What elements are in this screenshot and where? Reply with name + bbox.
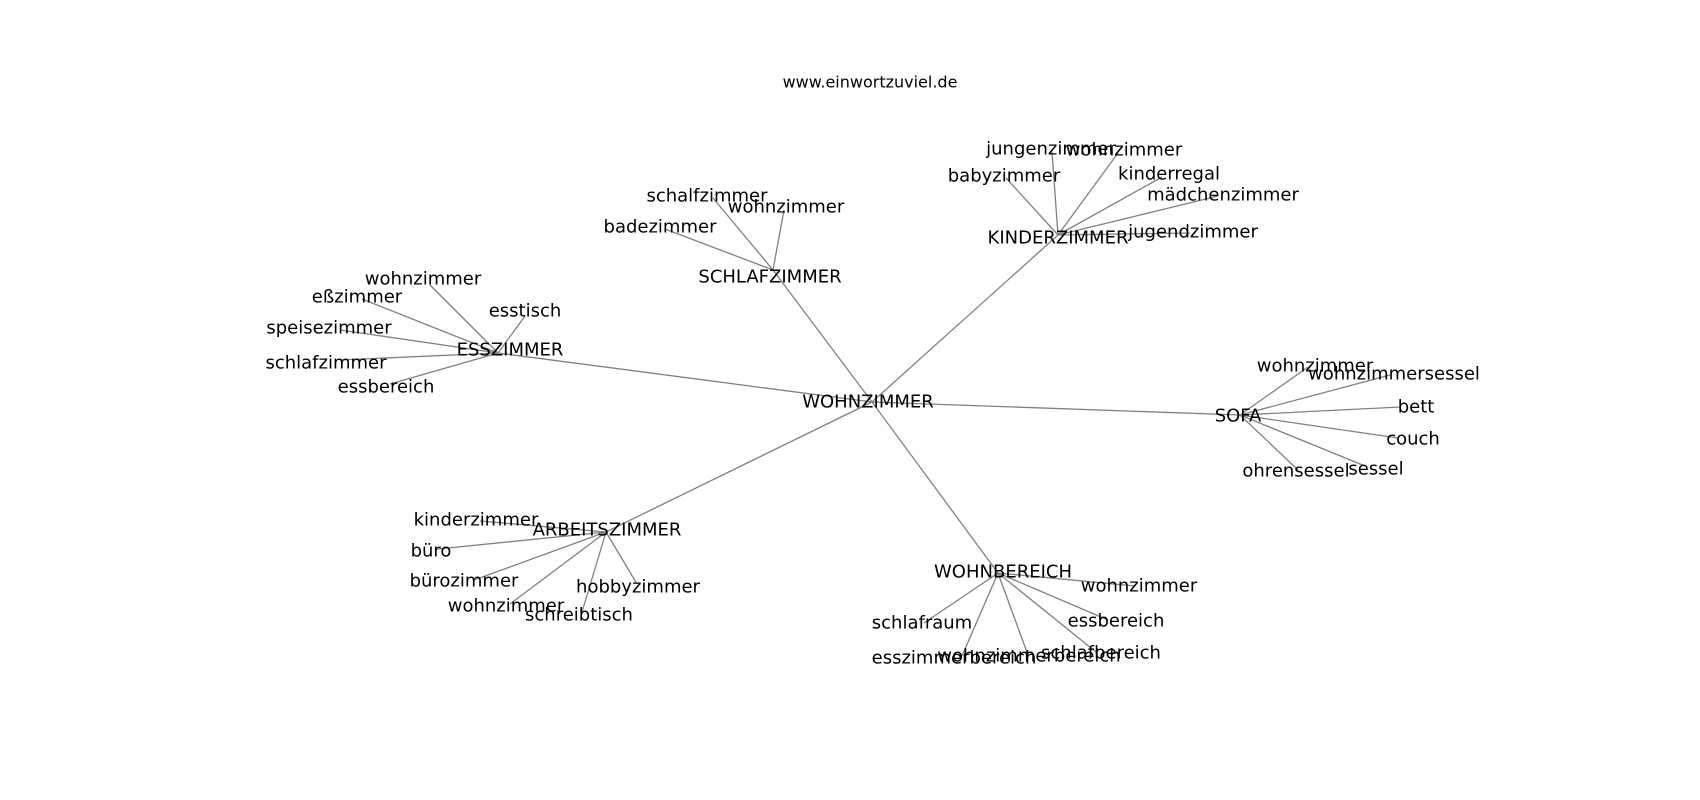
leaf-node-label: sessel [1348,459,1403,480]
edge-cluster-2-leaf-0 [1051,151,1059,236]
leaf-node-label: bürozimmer [410,571,519,592]
edge-cluster-0-leaf-2 [497,315,526,354]
edge-cluster-3-leaf-3 [1239,414,1399,439]
leaf-node-label: ohrensessel [1242,461,1349,482]
leaf-node-label: essbereich [338,377,435,398]
edge-root-0 [497,352,873,403]
edge-cluster-0-leaf-3 [339,329,499,354]
edge-cluster-4-leaf-3 [605,531,638,585]
cluster-node-label: ARBEITSZIMMER [533,520,682,541]
edge-cluster-2-leaf-1 [1057,152,1119,236]
cluster-node-label: KINDERZIMMER [988,228,1129,249]
leaf-node-label: essbereich [1068,611,1165,632]
leaf-node-label: wohnzimmer [365,269,482,290]
edge-cluster-5-leaf-0 [997,572,1136,587]
edge-cluster-5-leaf-1 [923,572,999,624]
root-node-label: WOHNZIMMER [802,392,934,413]
edges-layer [339,151,1401,657]
edge-cluster-0-leaf-4 [339,352,499,361]
leaf-node-label: schreibtisch [525,605,633,626]
leaf-node-label: wohnzimmer [1257,356,1374,377]
edge-cluster-1-leaf-1 [772,209,785,271]
leaf-node-label: jungenzimmer [985,139,1116,160]
leaf-node-label: schlafzimmer [265,353,387,374]
cluster-node-label: WOHNBEREICH [934,562,1072,583]
leaf-node-label: jugendzimmer [1127,222,1258,243]
edge-cluster-5-leaf-3 [961,572,999,657]
leaf-node-label: schlafraum [872,613,972,634]
cluster-node-label: ESSZIMMER [457,340,564,361]
leaf-node-label: kinderzimmer [414,510,539,531]
edge-cluster-0-leaf-1 [361,298,499,354]
edge-cluster-1-leaf-2 [664,228,774,271]
edge-cluster-5-leaf-2 [997,572,1109,621]
edge-cluster-3-leaf-1 [1239,374,1391,416]
leaf-node-label: schalfzimmer [646,186,768,207]
edge-root-2 [871,234,1059,403]
edge-cluster-3-leaf-5 [1239,414,1366,467]
edge-cluster-4-leaf-5 [581,531,607,613]
leaf-node-label: badezimmer [604,217,718,238]
edge-cluster-3-leaf-4 [1239,414,1299,471]
edge-cluster-0-leaf-5 [389,352,499,385]
leaf-node-label: esstisch [489,301,562,322]
site-title: www.einwortzuviel.de [783,73,958,92]
edge-cluster-2-leaf-3 [1057,176,1163,236]
edge-cluster-2-leaf-5 [1057,232,1191,236]
leaf-node-label: mädchenzimmer [1147,185,1299,206]
cluster-node-label: SCHLAFZIMMER [698,267,841,288]
leaf-node-label: wohnzimmer [728,197,845,218]
leaf-node-label: wohnzimmer [448,596,565,617]
edge-cluster-3-leaf-0 [1239,366,1309,416]
leaf-node-label: kinderregal [1118,164,1220,185]
leaf-node-label: wohnzimmersessel [1308,364,1480,385]
leaf-node-label: schlafbereich [1041,643,1161,664]
edge-root-4 [605,401,873,533]
cluster-node-label: SOFA [1215,406,1262,427]
edge-cluster-4-leaf-1 [437,531,607,550]
leaf-node-label: speisezimmer [266,318,392,339]
edge-cluster-0-leaf-0 [429,284,499,354]
edge-root-1 [772,269,873,403]
leaf-node-label: wohnzimmer [1066,140,1183,161]
edge-cluster-4-leaf-4 [509,531,607,605]
leaf-node-label: esszimmerbereich [872,648,1037,669]
leaf-node-label: babyzimmer [948,166,1061,187]
labels-layer: WOHNZIMMERESSZIMMERwohnzimmereßzimmeress… [265,139,1479,669]
leaf-node-label: büro [411,541,452,562]
leaf-node-label: wohnzimmerbereich [937,646,1120,667]
edge-cluster-2-leaf-4 [1057,195,1219,236]
leaf-node-label: eßzimmer [312,287,403,308]
edge-cluster-4-leaf-0 [479,520,607,533]
leaf-node-label: bett [1398,397,1435,418]
edge-cluster-5-leaf-4 [997,572,1029,656]
leaf-node-label: wohnzimmer [1081,576,1198,597]
edge-cluster-4-leaf-2 [473,531,607,581]
leaf-node-label: couch [1386,429,1440,450]
edge-cluster-3-leaf-2 [1239,406,1401,416]
edge-cluster-5-leaf-5 [997,572,1097,653]
edge-cluster-2-leaf-2 [1005,177,1059,236]
edge-root-5 [871,401,999,574]
leaf-node-label: hobbyzimmer [576,577,701,598]
edge-root-3 [871,401,1241,416]
edge-cluster-1-leaf-0 [712,197,774,271]
